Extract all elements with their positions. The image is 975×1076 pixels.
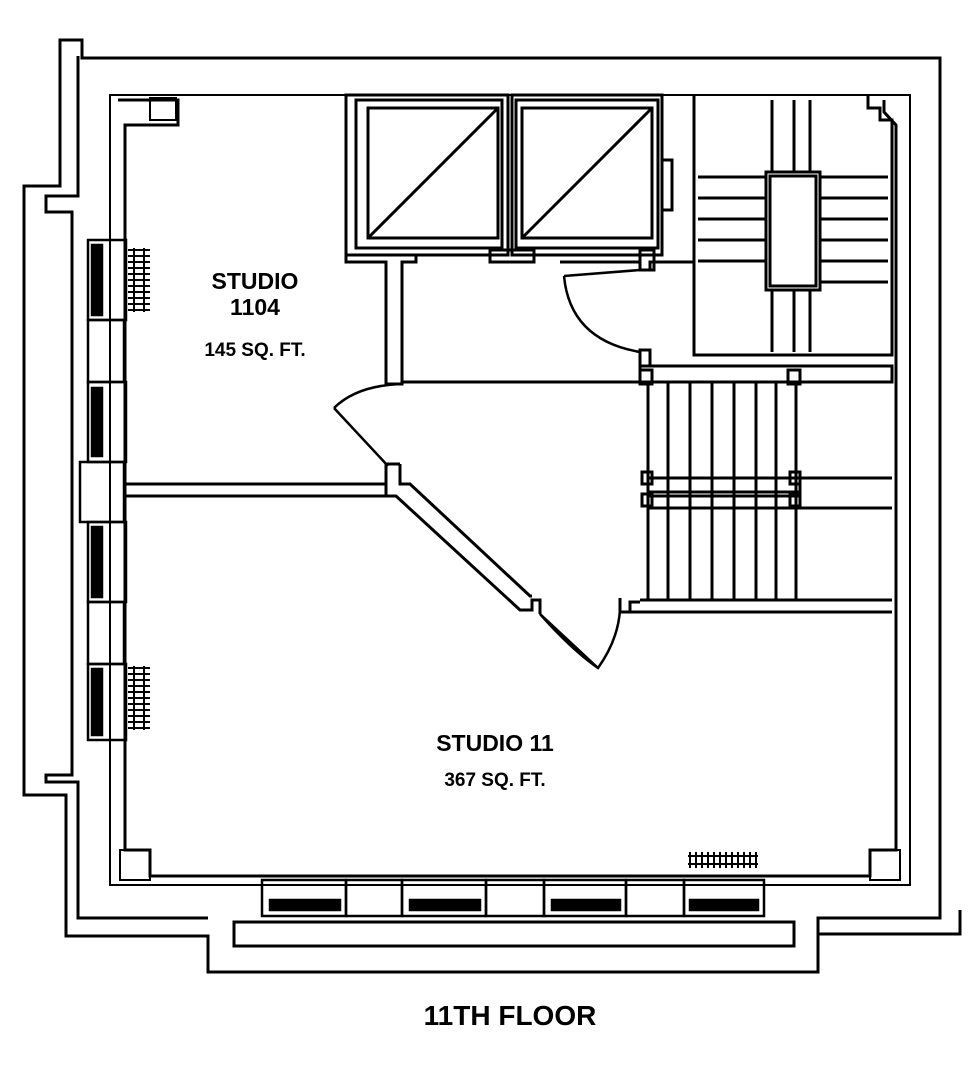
studio-11-area: 367 SQ. FT. — [444, 770, 546, 791]
door — [333, 268, 641, 670]
studio-1104-name: STUDIO 1104 — [190, 268, 320, 320]
window-bottom — [260, 878, 766, 918]
studio-1104-name-line1: STUDIO — [211, 268, 299, 294]
floor-label: 11TH FLOOR — [423, 1000, 597, 1031]
studio-11-name: STUDIO 11 — [436, 730, 554, 756]
studio-1104-area: 145 SQ. FT. — [204, 340, 306, 361]
window-left — [78, 238, 128, 742]
radiator — [128, 248, 758, 868]
stair-enclosure — [638, 95, 894, 602]
elevator — [344, 93, 674, 272]
studio-1104-name-line2: 1104 — [230, 294, 280, 320]
corner-column — [119, 97, 901, 881]
